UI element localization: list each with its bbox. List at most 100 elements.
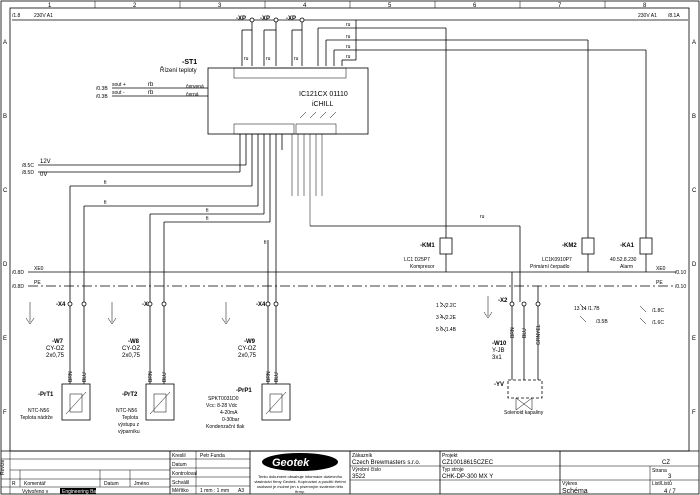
row-markers: A B C D E F A B C D E F <box>3 40 697 416</box>
fi-tag-3: fi <box>206 208 209 214</box>
relay-km1: -KM1 LC1 D25P7 Kompresor <box>404 237 453 272</box>
cable-w7-terminal-tag: -X4 <box>56 302 66 308</box>
row-label-f-right: F <box>692 410 696 416</box>
tb-list-label: List/Listů <box>652 480 672 487</box>
ka1-contact-b: /1.6C <box>652 320 664 326</box>
fi-tag-2: fi <box>104 200 107 206</box>
row-label-d-right: D <box>692 262 697 268</box>
cable-w10: -X2 -W10 Y-JB 3x1 BRN BLU GRNYEL <box>483 272 542 398</box>
rb-tag-1: rb <box>148 82 154 88</box>
col-label-1: 1 <box>48 3 52 9</box>
tb-revize-label: Revize <box>0 459 6 475</box>
tb-vyrobni: 3522 <box>352 474 366 480</box>
cable-w9-terminal-tag: -X4 <box>256 302 266 308</box>
row-label-d: D <box>3 262 8 268</box>
cable-w8-size: 2x0,75 <box>122 353 141 359</box>
relay-ka1-type: 40.52.8.230 <box>610 257 637 263</box>
tb-schvalil-label: Schválil <box>172 480 189 486</box>
cable-w10-tag: -W10 <box>492 341 507 347</box>
title-block: Revize R Komentář Datum Jméno Vytvořeno … <box>0 450 699 495</box>
xp-label-3: -XP <box>286 16 296 22</box>
cable-w8-type: CY-OZ <box>122 346 140 352</box>
solenoid-yv: -YV Solenoid kapaliny <box>494 379 544 416</box>
tb-format: A3 <box>238 488 244 494</box>
bus-lines: /0.8D /0.8D XE0 PE XE0 PE /0.10 /0.10 <box>12 266 686 290</box>
tb-meritko-label: Měřítko <box>172 488 189 494</box>
tb-stat: CZ <box>662 460 670 466</box>
km1-contact-a: 1 2 /2.2C <box>436 303 457 309</box>
col-label-6: 6 <box>473 3 477 9</box>
controller-box <box>207 67 369 135</box>
sensor-prt2-desc-2: Teplota <box>122 415 138 421</box>
supply-label-right: 230V A1 <box>638 13 657 19</box>
cable-w8-wire1: BRN <box>148 371 154 382</box>
sensor-prp1-desc-5: Kondenzační tlak <box>206 424 245 430</box>
cable-w7-type: CY-OZ <box>46 346 64 352</box>
cable-w7: -X4 -W7 CY-OZ 2x0,75 BRN BLU <box>25 301 88 384</box>
xp-label-1: -XP <box>236 16 246 22</box>
cable-w7-size: 2x0,75 <box>46 353 65 359</box>
row-label-c: C <box>3 188 8 194</box>
km2-contact-b: /3.5B <box>596 319 608 325</box>
col-label-8: 8 <box>643 3 647 9</box>
tb-projekt: CZ10018615CZEC <box>442 460 494 466</box>
sensor-prt2-desc-3: výstupu z <box>118 422 140 428</box>
tb-logo-text: Geotek <box>272 457 310 469</box>
tb-typ: CHK-DP-300 MX Y <box>442 474 493 480</box>
sensor-prt1-desc-1: NTC-N56 <box>28 408 49 414</box>
bus-ref-left-1: /0.8D <box>12 270 24 276</box>
controller-model2: iCHILL <box>312 101 334 108</box>
io-label-2: sout - <box>112 90 125 96</box>
relay-km1-type: LC1 D25P7 <box>404 257 430 263</box>
controller-name: Řízení teploty <box>160 66 197 74</box>
row-label-a-right: A <box>692 40 696 46</box>
sensor-prp1-desc-3: 4-20mA <box>220 410 238 416</box>
km2-contact-a: 13 14 /1.7B <box>574 306 600 312</box>
dc-supply: /8.5C /8.5D 12V 0V <box>22 134 247 178</box>
cable-w8-tag: -W8 <box>128 339 140 345</box>
tb-zakaznik: Czech Brewmasters s.r.o. <box>352 460 421 466</box>
relay-km2-type: LC1K0910P7 <box>542 257 572 263</box>
tb-typ-label: Typ stroje <box>442 467 464 473</box>
cable-w9-tag: -W9 <box>244 339 256 345</box>
bus-label-pe-right: PE <box>656 280 663 286</box>
row-label-c-right: C <box>692 188 697 194</box>
column-markers: 1 2 3 4 5 6 7 8 <box>48 1 647 9</box>
row-label-e-right: E <box>692 336 696 342</box>
relay-km2-desc: Primární čerpadlo <box>530 264 570 270</box>
sensor-prt1-tag: -PrT1 <box>38 392 54 398</box>
controller-st1: -ST1 Řízení teploty IC121CX 01110 iCHILL… <box>96 59 369 135</box>
relay-km2: -KM2 LC1K0910P7 Primární čerpadlo <box>530 237 595 272</box>
tb-vykres: Schéma <box>562 488 588 495</box>
controller-model: IC121CX 01110 <box>299 91 348 98</box>
tb-r-label: R <box>12 481 16 487</box>
cable-w10-type: Y-JB <box>492 348 504 354</box>
ru-tag-3: ru <box>294 56 299 62</box>
dc-ref-0v: /8.5D <box>22 170 34 176</box>
cable-w9: -X4 -W9 CY-OZ 2x0,75 BRN BLU <box>221 301 280 384</box>
io-ref-1: /0.3B <box>96 86 108 92</box>
col-label-3: 3 <box>218 3 222 9</box>
cable-w7-tag: -W7 <box>52 339 64 345</box>
relay-ka1: -KA1 40.52.8.230 Alarm <box>610 237 653 272</box>
tb-note: Tento dokument obsahuje informace duševn… <box>254 474 346 494</box>
sensor-prt2: -PrT2 NTC-N56 Teplota výstupu z výparník… <box>116 383 175 435</box>
ru-tag-1: ru <box>244 56 249 62</box>
cable-w10-size: 3x1 <box>492 355 502 361</box>
sensor-prt1-desc-2: Teplota nádrže <box>20 415 53 421</box>
sensor-prp1-desc-1: SPKT0031D0 <box>208 396 239 402</box>
tb-vyrobni-label: Výrobní číslo <box>352 467 381 473</box>
tb-projekt-label: Projekt <box>442 453 458 459</box>
ru-tag-6: ru <box>346 44 351 50</box>
tb-vykres-label: Výkres <box>562 481 578 487</box>
tb-komentar-label: Komentář <box>24 481 46 487</box>
bus-ref-right-2: /0.10 <box>675 284 686 290</box>
tb-strana: 3 <box>668 474 672 480</box>
tb-vytvoreno-label: Vytvořeno v <box>22 489 49 495</box>
ru-tag-7: ru <box>346 54 351 60</box>
controller-outputs <box>291 134 323 196</box>
fi-wires: fi fi fi fi fi ru <box>69 134 521 302</box>
tb-strana-label: Strana <box>652 468 667 474</box>
xp-connectors: -XP -XP -XP ru ru ru <box>236 16 305 66</box>
sensor-prt2-tag: -PrT2 <box>122 392 138 398</box>
